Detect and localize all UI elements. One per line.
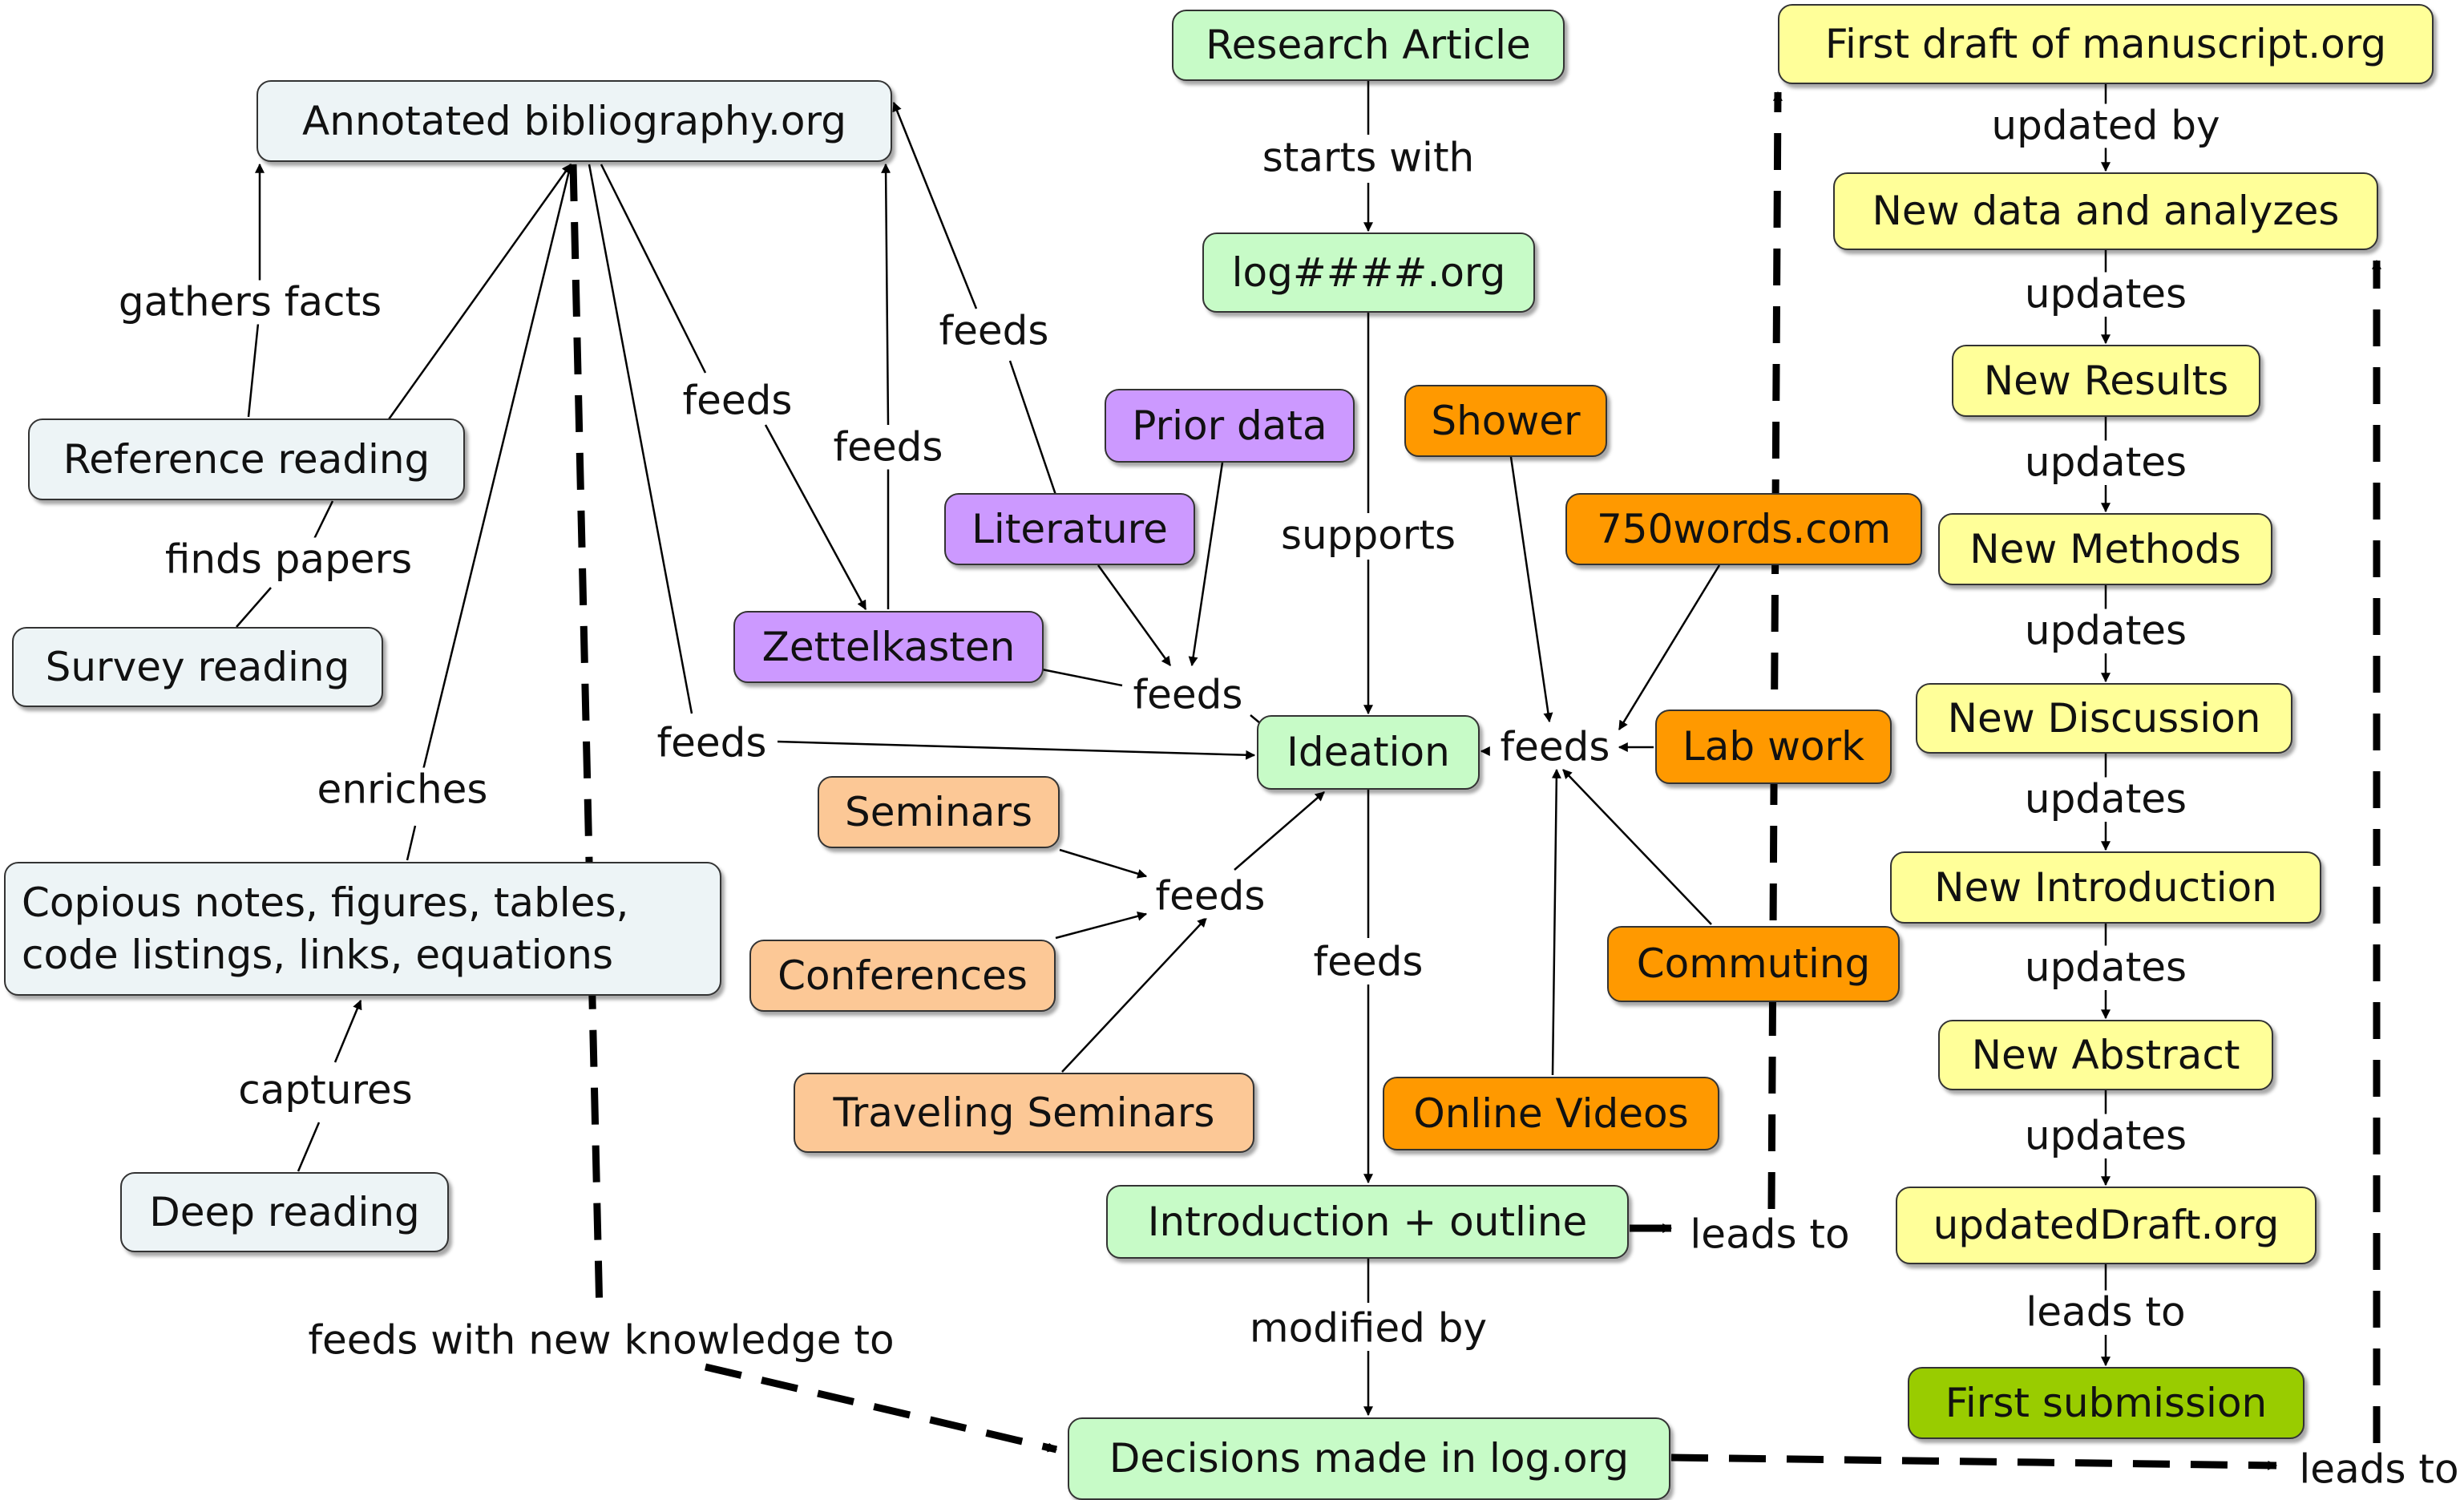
node-new-results[interactable]: New Results bbox=[1952, 345, 2260, 417]
node-750words[interactable]: 750words.com bbox=[1565, 493, 1922, 565]
edge-survey-reference bbox=[236, 587, 272, 628]
label-feeds-events: feeds bbox=[1152, 874, 1269, 919]
node-literature[interactable]: Literature bbox=[944, 493, 1195, 565]
edge-bib-decisions-dashed bbox=[569, 164, 604, 1316]
node-online-videos[interactable]: Online Videos bbox=[1383, 1077, 1719, 1150]
node-ideation[interactable]: Ideation bbox=[1257, 715, 1480, 790]
node-survey-reading[interactable]: Survey reading bbox=[12, 627, 383, 707]
node-research-article[interactable]: Research Article bbox=[1172, 10, 1565, 81]
node-new-data[interactable]: New data and analyzes bbox=[1833, 172, 2378, 250]
label-feeds-lit-bib: feeds bbox=[935, 309, 1052, 354]
label-feeds-triggers: feeds bbox=[1497, 725, 1614, 770]
label-captures: captures bbox=[235, 1068, 416, 1113]
edge-prior-feeds bbox=[1188, 462, 1224, 667]
edge-conferences-feeds bbox=[1055, 911, 1148, 940]
node-reference-reading[interactable]: Reference reading bbox=[28, 418, 465, 500]
edge-notes-enriches bbox=[406, 825, 417, 861]
label-updates-1: updates bbox=[2021, 272, 2191, 317]
node-new-methods[interactable]: New Methods bbox=[1938, 513, 2272, 585]
label-modified-by: modified by bbox=[1246, 1306, 1491, 1351]
edge-750-feeds bbox=[1618, 564, 1721, 731]
edge-shower-feeds bbox=[1509, 456, 1553, 723]
label-finds-papers: finds papers bbox=[161, 537, 416, 582]
edge-reference-bib bbox=[387, 164, 572, 420]
label-updates-3: updates bbox=[2021, 608, 2191, 653]
label-starts-with: starts with bbox=[1258, 135, 1478, 180]
node-first-submission[interactable]: First submission bbox=[1908, 1367, 2304, 1439]
node-new-abstract[interactable]: New Abstract bbox=[1938, 1020, 2273, 1090]
node-prior-data[interactable]: Prior data bbox=[1105, 389, 1355, 463]
label-updates-4: updates bbox=[2021, 777, 2191, 822]
label-supports: supports bbox=[1277, 513, 1460, 558]
node-updated-draft[interactable]: updatedDraft.org bbox=[1896, 1187, 2317, 1264]
label-leads-to-decisions: leads to bbox=[2296, 1447, 2462, 1492]
edge-reference-gathers bbox=[247, 307, 261, 418]
label-updates-5: updates bbox=[2021, 945, 2191, 990]
edge-seminars-feeds bbox=[1059, 848, 1148, 879]
node-annotated-bibliography[interactable]: Annotated bibliography.org bbox=[256, 80, 892, 162]
edge-bib-zettel bbox=[600, 164, 707, 374]
label-feeds-ideation-intro: feeds bbox=[1310, 940, 1427, 985]
label-feeds-with-new-knowledge: feeds with new knowledge to bbox=[305, 1318, 898, 1363]
label-feeds-sources: feeds bbox=[1129, 673, 1246, 718]
edge-decisions-leads-dashed bbox=[1670, 1454, 2278, 1470]
label-leads-to-submission: leads to bbox=[2022, 1290, 2189, 1335]
edge-lit-feeds bbox=[1097, 564, 1172, 666]
label-enriches: enriches bbox=[313, 767, 491, 812]
node-introduction-outline[interactable]: Introduction + outline bbox=[1106, 1185, 1629, 1259]
node-decisions-log[interactable]: Decisions made in log.org bbox=[1068, 1417, 1670, 1500]
node-log-org[interactable]: log####.org bbox=[1202, 232, 1535, 313]
node-deep-reading[interactable]: Deep reading bbox=[120, 1172, 449, 1252]
label-leads-to-intro: leads to bbox=[1686, 1212, 1853, 1257]
node-zettelkasten[interactable]: Zettelkasten bbox=[733, 611, 1044, 683]
label-updated-by: updated by bbox=[1988, 103, 2224, 148]
edge-zettel-feeds bbox=[1041, 668, 1123, 687]
node-shower[interactable]: Shower bbox=[1404, 385, 1607, 457]
node-traveling-seminars[interactable]: Traveling Seminars bbox=[794, 1073, 1254, 1153]
node-new-discussion[interactable]: New Discussion bbox=[1916, 683, 2292, 754]
edge-events-ideation bbox=[1234, 791, 1325, 871]
edge-intro-leads-dashed bbox=[1767, 91, 1783, 1210]
node-copious-notes[interactable]: Copious notes, figures, tables, code lis… bbox=[4, 862, 721, 996]
label-feeds-bib-ideation: feeds bbox=[653, 721, 770, 766]
node-seminars[interactable]: Seminars bbox=[818, 776, 1060, 848]
node-lab-work[interactable]: Lab work bbox=[1655, 710, 1892, 784]
label-feeds-bib-zettel: feeds bbox=[679, 378, 796, 423]
label-updates-2: updates bbox=[2021, 440, 2191, 485]
edge-videos-feeds bbox=[1551, 768, 1561, 1076]
label-updates-6: updates bbox=[2021, 1114, 2191, 1158]
node-conferences[interactable]: Conferences bbox=[749, 940, 1056, 1012]
edge-traveling-feeds bbox=[1061, 917, 1207, 1073]
label-gathers-facts: gathers facts bbox=[115, 280, 386, 325]
node-commuting[interactable]: Commuting bbox=[1607, 926, 1900, 1002]
edge-lit-bib bbox=[1008, 360, 1058, 498]
edge-deep-captures bbox=[297, 1122, 321, 1172]
label-feeds-zettel-bib: feeds bbox=[830, 425, 947, 470]
edge-bib-ideation bbox=[588, 164, 693, 714]
node-new-introduction[interactable]: New Introduction bbox=[1890, 851, 2321, 924]
node-first-draft[interactable]: First draft of manuscript.org bbox=[1778, 4, 2434, 84]
edge-commuting-feeds bbox=[1562, 769, 1712, 925]
